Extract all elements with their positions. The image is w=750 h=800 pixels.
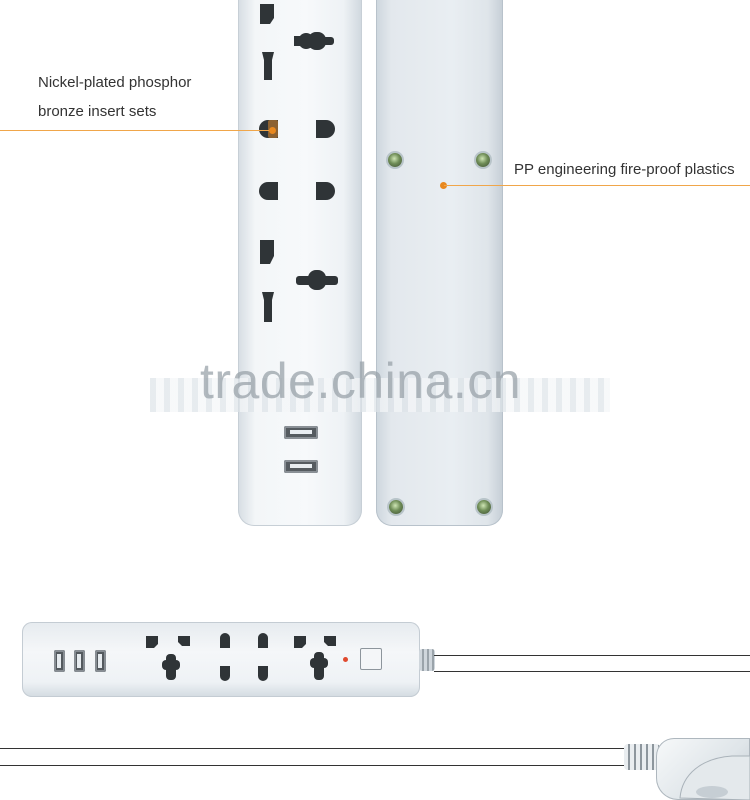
usb-port-icon — [284, 460, 318, 473]
power-switch-icon — [360, 648, 382, 670]
screw-icon — [388, 153, 402, 167]
usb-port-icon — [284, 426, 318, 439]
callout-line-2: bronze insert sets — [38, 103, 157, 120]
socket-group-vertical — [259, 4, 338, 322]
screw-icon — [389, 500, 403, 514]
socket-pin-slot — [262, 52, 274, 80]
power-cord-line — [0, 748, 628, 749]
plug-detail — [679, 755, 750, 800]
power-strip-horizontal — [22, 622, 420, 697]
screw-icon — [476, 153, 490, 167]
socket-pin-slot — [260, 4, 274, 24]
usb-port-icon — [74, 650, 85, 672]
power-cord-line — [434, 655, 750, 656]
callout-line-1: Nickel-plated phosphor — [38, 74, 192, 91]
cord-strain-relief — [419, 649, 435, 671]
leader-line-left — [0, 130, 272, 131]
usb-port-icon — [54, 650, 65, 672]
screw-icon — [477, 500, 491, 514]
watermark-band — [150, 378, 610, 412]
usb-port-icon — [95, 650, 106, 672]
power-cord-line — [434, 671, 750, 672]
socket-group-horizontal — [146, 633, 336, 681]
watermark: trade.china.cn — [200, 353, 522, 409]
power-cord-line — [0, 765, 628, 766]
indicator-led — [343, 657, 348, 662]
leader-dot-left — [269, 127, 276, 134]
leader-dot-right — [440, 182, 447, 189]
plug-strain-relief — [624, 744, 660, 770]
leader-line-right — [444, 185, 750, 186]
power-strip-back — [376, 0, 503, 526]
callout-plastics: PP engineering fire-proof plastics — [514, 161, 735, 178]
callout-insert-sets: Nickel-plated phosphor bronze insert set… — [38, 68, 248, 126]
